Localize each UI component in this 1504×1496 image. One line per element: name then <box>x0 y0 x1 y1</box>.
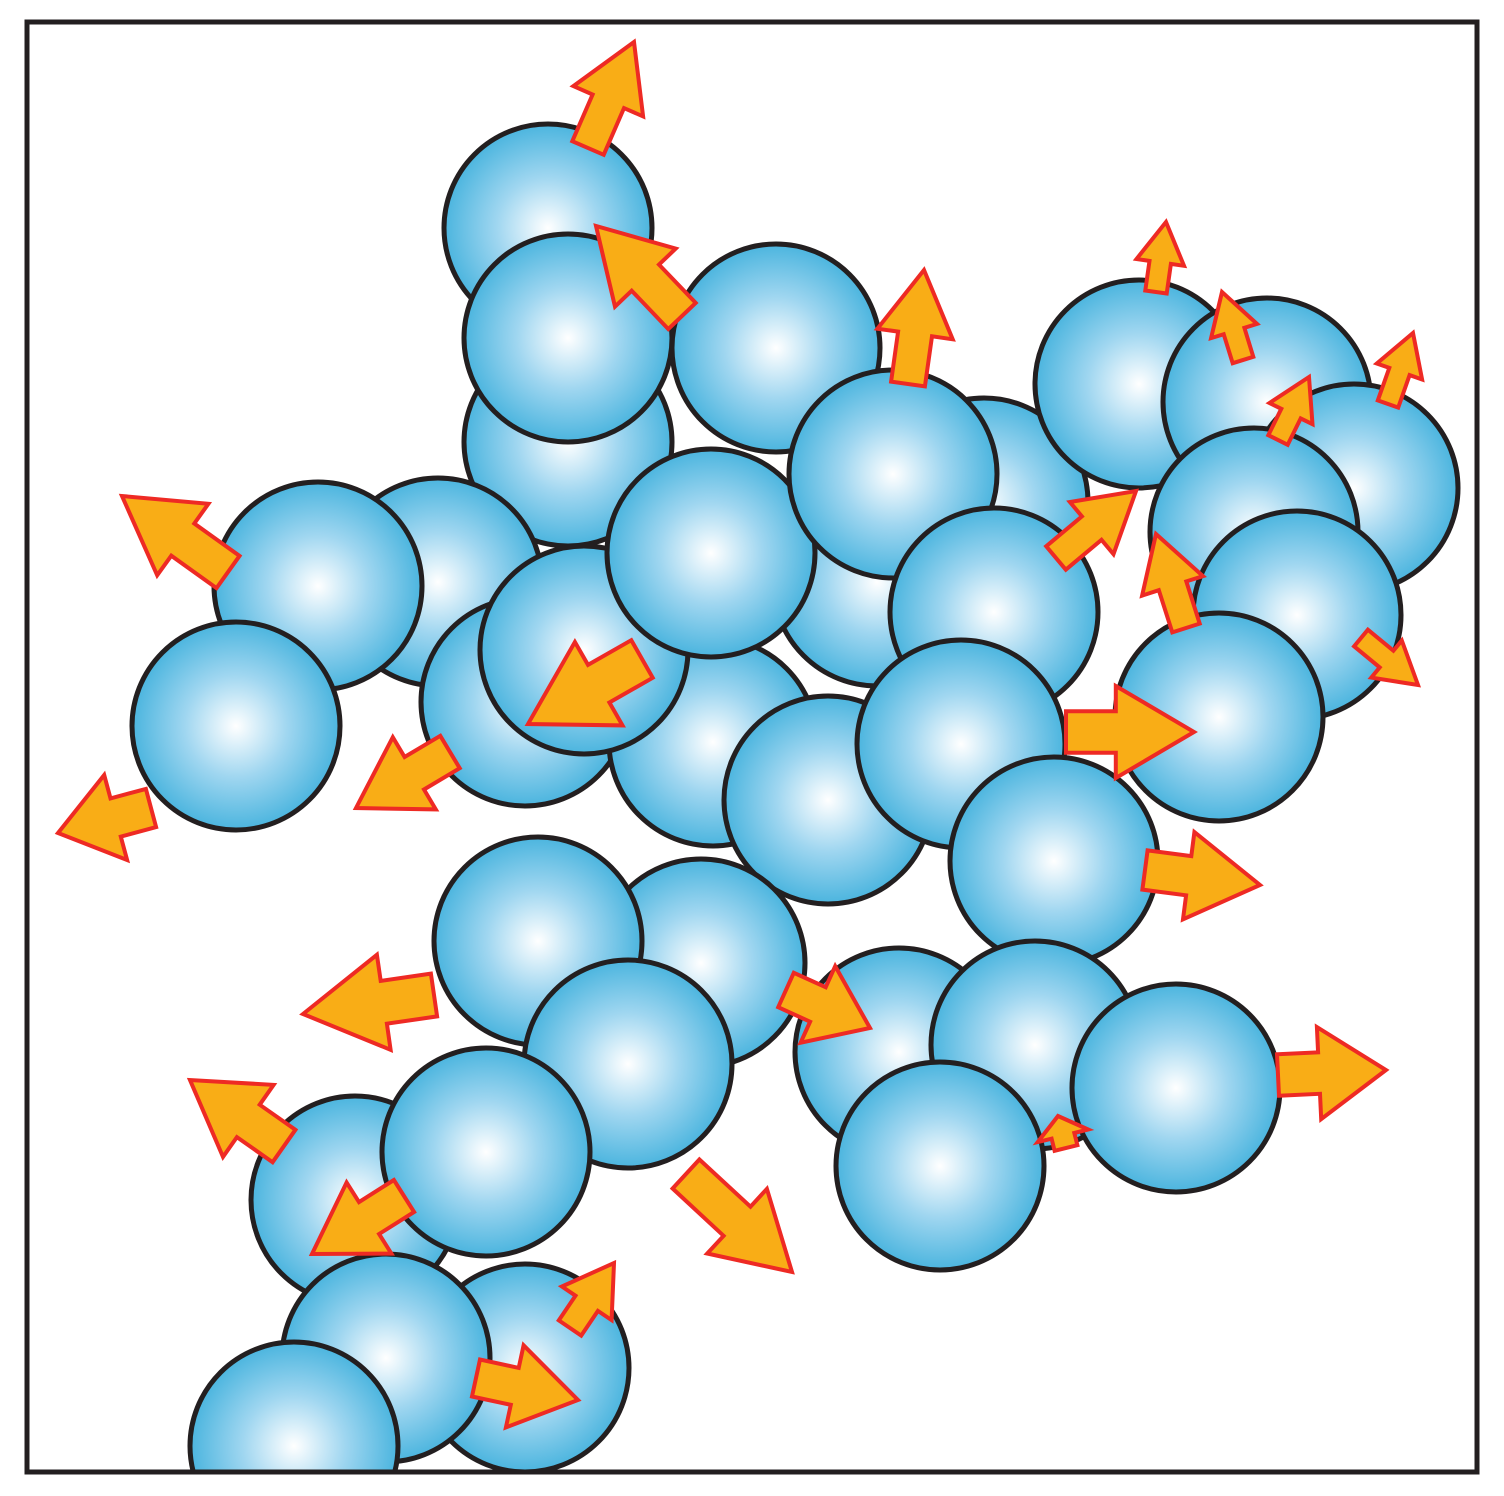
container-box <box>24 19 1480 1475</box>
sphere-icon <box>379 1045 593 1259</box>
arrow-icon <box>1265 373 1315 448</box>
arrow-icon <box>1372 329 1425 411</box>
sphere-icon <box>833 1059 1047 1273</box>
arrow-icon <box>1139 530 1207 635</box>
arrow-icon <box>1351 626 1422 688</box>
sphere-icon <box>129 619 343 833</box>
sphere-icon <box>947 754 1161 968</box>
arrow-icon <box>1140 828 1264 923</box>
particle-layer <box>54 38 1461 1472</box>
arrow-icon <box>352 733 463 812</box>
arrow-icon <box>1132 218 1188 296</box>
arrow-icon <box>54 770 159 864</box>
arrow-icon <box>1064 682 1198 782</box>
arrow-icon <box>775 961 874 1046</box>
arrow-icon <box>118 493 243 591</box>
arrow-icon <box>569 38 646 158</box>
arrow-icon <box>669 1156 795 1275</box>
sphere-icon <box>187 1339 401 1472</box>
arrow-icon <box>1043 488 1140 573</box>
arrow-icon <box>1032 1113 1095 1154</box>
arrow-icon <box>186 1077 299 1165</box>
arrow-icon <box>299 951 440 1053</box>
arrow-icon <box>1274 1023 1390 1123</box>
arrow-icon <box>1208 288 1261 366</box>
arrow-icon <box>469 1341 582 1431</box>
arrow-icon <box>556 1259 617 1339</box>
sphere-icon <box>1069 981 1283 1195</box>
arrow-icon <box>593 223 699 332</box>
arrow-icon <box>873 266 956 389</box>
arrow-icon <box>524 637 656 728</box>
arrow-icon <box>308 1177 417 1257</box>
sphere-icon <box>604 446 818 660</box>
